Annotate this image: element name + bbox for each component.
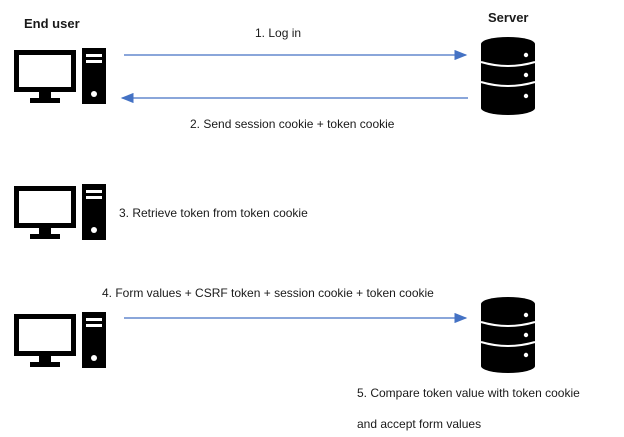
step-5-label-line1: 5. Compare token value with token cookie — [357, 386, 580, 400]
desktop-computer-icon-1 — [14, 48, 106, 104]
server-heading: Server — [488, 10, 529, 25]
desktop-computer-icon-2 — [14, 184, 106, 240]
database-server-icon-2 — [480, 297, 536, 373]
step-1-label: 1. Log in — [255, 26, 302, 40]
step-4-label: 4. Form values + CSRF token + session co… — [102, 286, 434, 300]
database-server-icon-1 — [480, 37, 536, 115]
step-2-label: 2. Send session cookie + token cookie — [190, 117, 395, 131]
desktop-computer-icon-3 — [14, 312, 106, 368]
end-user-heading: End user — [24, 16, 80, 31]
step-3-label: 3. Retrieve token from token cookie — [119, 206, 308, 220]
step-5-label-line2: and accept form values — [357, 417, 482, 431]
